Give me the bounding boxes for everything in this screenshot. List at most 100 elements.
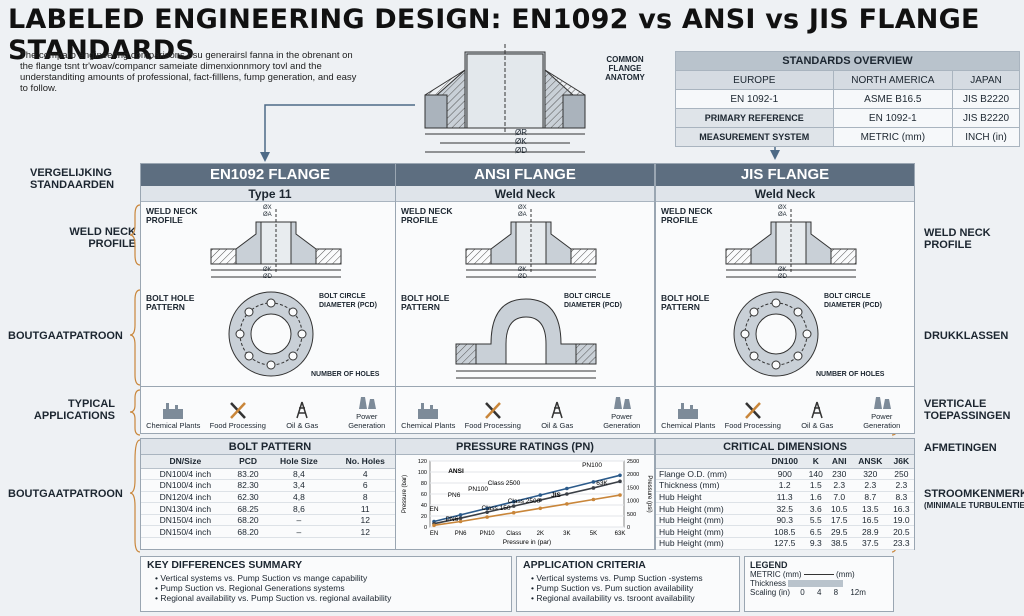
bolt-hole-pattern-drawing — [733, 291, 819, 377]
page-title: LABELED ENGINEERING DESIGN: EN1092 vs AN… — [8, 4, 980, 66]
x-tick-label: EN — [430, 531, 438, 537]
table-cell: 6.5 — [804, 525, 827, 539]
application-item: Oil & Gas — [272, 401, 332, 430]
table-cell: 68.20 — [229, 514, 267, 527]
table-cell: 900 — [764, 468, 805, 481]
table-cell: 7.0 — [826, 491, 852, 504]
profile-label: WELD NECK PROFILE — [401, 206, 453, 225]
overview-title: STANDARDS OVERVIEW — [675, 51, 1020, 71]
data-point — [591, 497, 596, 502]
series-line — [433, 480, 621, 525]
dim-label: ØX — [263, 205, 272, 211]
table-cell: 108.5 — [764, 525, 805, 539]
legend-metric: METRIC (mm) (mm) — [750, 570, 888, 579]
x-tick-label: PN10 — [480, 531, 496, 537]
scale-tick: 8 — [833, 588, 839, 597]
data-point — [565, 486, 569, 491]
application-item: Power Generation — [852, 392, 912, 430]
x-tick-label: PN6 — [455, 531, 467, 537]
list-item-text: Vertical systems vs. Pump Suction -syste… — [536, 573, 703, 583]
table-cell: 13.5 — [851, 502, 889, 515]
anatomy-dims: ØR ØK ØD — [515, 128, 527, 155]
application-item: Chemical Plants — [143, 401, 203, 430]
panel-title: EN1092 FLANGE — [141, 164, 399, 186]
right-label: VERTICALE TOEPASSINGEN — [924, 398, 1011, 422]
right-label: AFMETINGEN — [924, 442, 997, 454]
holes-label: NUMBER OF HOLES — [311, 371, 380, 378]
factory-icon — [143, 401, 203, 419]
left-label: VERGELIJKING STANDAARDEN — [30, 167, 115, 191]
y2-tick-label: 2500 — [627, 459, 639, 465]
right-sublabel: (MINIMALE TURBULENTIE) — [924, 501, 1024, 510]
fork-knife-icon — [208, 401, 268, 419]
right-label: STROOMKENMERKEN — [924, 488, 1024, 500]
dim-label: ØK — [263, 267, 272, 273]
bolt-label: BOLT HOLE PATTERN — [401, 293, 450, 312]
table-cell: 4 — [331, 468, 399, 481]
series-label: ANSI — [448, 468, 464, 475]
left-label: BOUTGAATPATROON — [8, 330, 123, 342]
table-cell: 140 — [804, 468, 827, 481]
col-header: DN/Size — [141, 455, 230, 469]
application-label: Oil & Gas — [801, 421, 834, 430]
dim-label: ØA — [778, 212, 787, 218]
series-line — [433, 494, 621, 527]
data-point — [485, 515, 489, 519]
panel-subtitle: Weld Neck — [656, 186, 914, 202]
application-criteria-box: APPLICATION CRITERIA • Vertical systems … — [516, 556, 740, 612]
data-point — [591, 480, 596, 484]
right-label: WELD NECK PROFILE — [924, 227, 991, 251]
application-item: Power Generation — [337, 392, 397, 430]
list-item: • Vertical systems vs. Pump Suction -sys… — [531, 573, 703, 583]
data-point — [538, 506, 543, 511]
x-tick-label: 3K — [563, 531, 570, 537]
application-item: Chemical Plants — [398, 401, 458, 430]
dim-label: ØA — [263, 212, 272, 218]
table-cell: DN150/4 inch — [141, 525, 230, 539]
col-header: No. Holes — [331, 455, 399, 469]
data-point — [618, 493, 622, 497]
series-label: JIS — [551, 492, 561, 499]
table-title: CRITICAL DIMENSIONS — [656, 439, 914, 455]
bolt-hole-pattern-drawing — [228, 291, 314, 377]
application-label: Food Processing — [209, 421, 266, 430]
table-cell: 29.5 — [826, 525, 852, 539]
cooling-tower-icon — [337, 392, 397, 410]
legend-swatch — [788, 580, 844, 588]
intro-text: The comparo engineering comparisons osu … — [20, 50, 357, 94]
left-label: BOUTGAATPATROON — [8, 488, 123, 500]
y-tick-label: 0 — [424, 525, 427, 531]
table-cell: 6 — [331, 479, 399, 492]
cell: EN 1092-1 — [832, 108, 954, 128]
scale-tick: 0 — [800, 588, 805, 597]
table-cell: DN100/4 inch — [141, 468, 230, 481]
legend-arrow-icon — [803, 574, 834, 576]
weld-neck-profile-drawing — [725, 209, 857, 278]
table-cell: 8 — [331, 491, 399, 504]
series-label: Class 2500 — [488, 480, 521, 487]
fork-knife-icon — [463, 401, 523, 419]
application-label: Oil & Gas — [286, 421, 319, 430]
cell: INCH (in) — [952, 127, 1020, 147]
table-cell: 250 — [888, 468, 914, 481]
profile-label: WELD NECK PROFILE — [661, 206, 713, 225]
application-label: Chemical Plants — [661, 421, 716, 430]
data-point — [538, 498, 543, 502]
application-label: Power Generation — [348, 412, 386, 430]
anatomy-label: COMMON FLANGE ANATOMY — [605, 55, 645, 82]
application-item: Food Processing — [723, 401, 783, 430]
factory-icon — [658, 401, 718, 419]
weld-neck-profile-drawing — [465, 209, 597, 278]
application-item: Oil & Gas — [527, 401, 587, 430]
y-tick-label: 120 — [418, 459, 427, 465]
